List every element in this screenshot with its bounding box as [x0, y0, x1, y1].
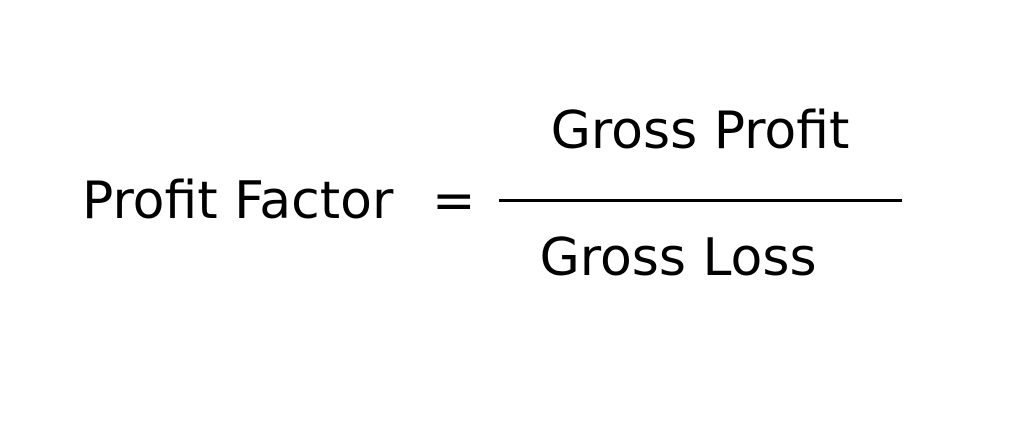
fraction-bar	[499, 199, 902, 202]
formula-lhs: Profit Factor	[82, 171, 394, 231]
fraction-denominator: Gross Loss	[539, 228, 817, 288]
fraction-numerator: Gross Profit	[550, 101, 850, 161]
equals-sign: =	[432, 171, 476, 231]
